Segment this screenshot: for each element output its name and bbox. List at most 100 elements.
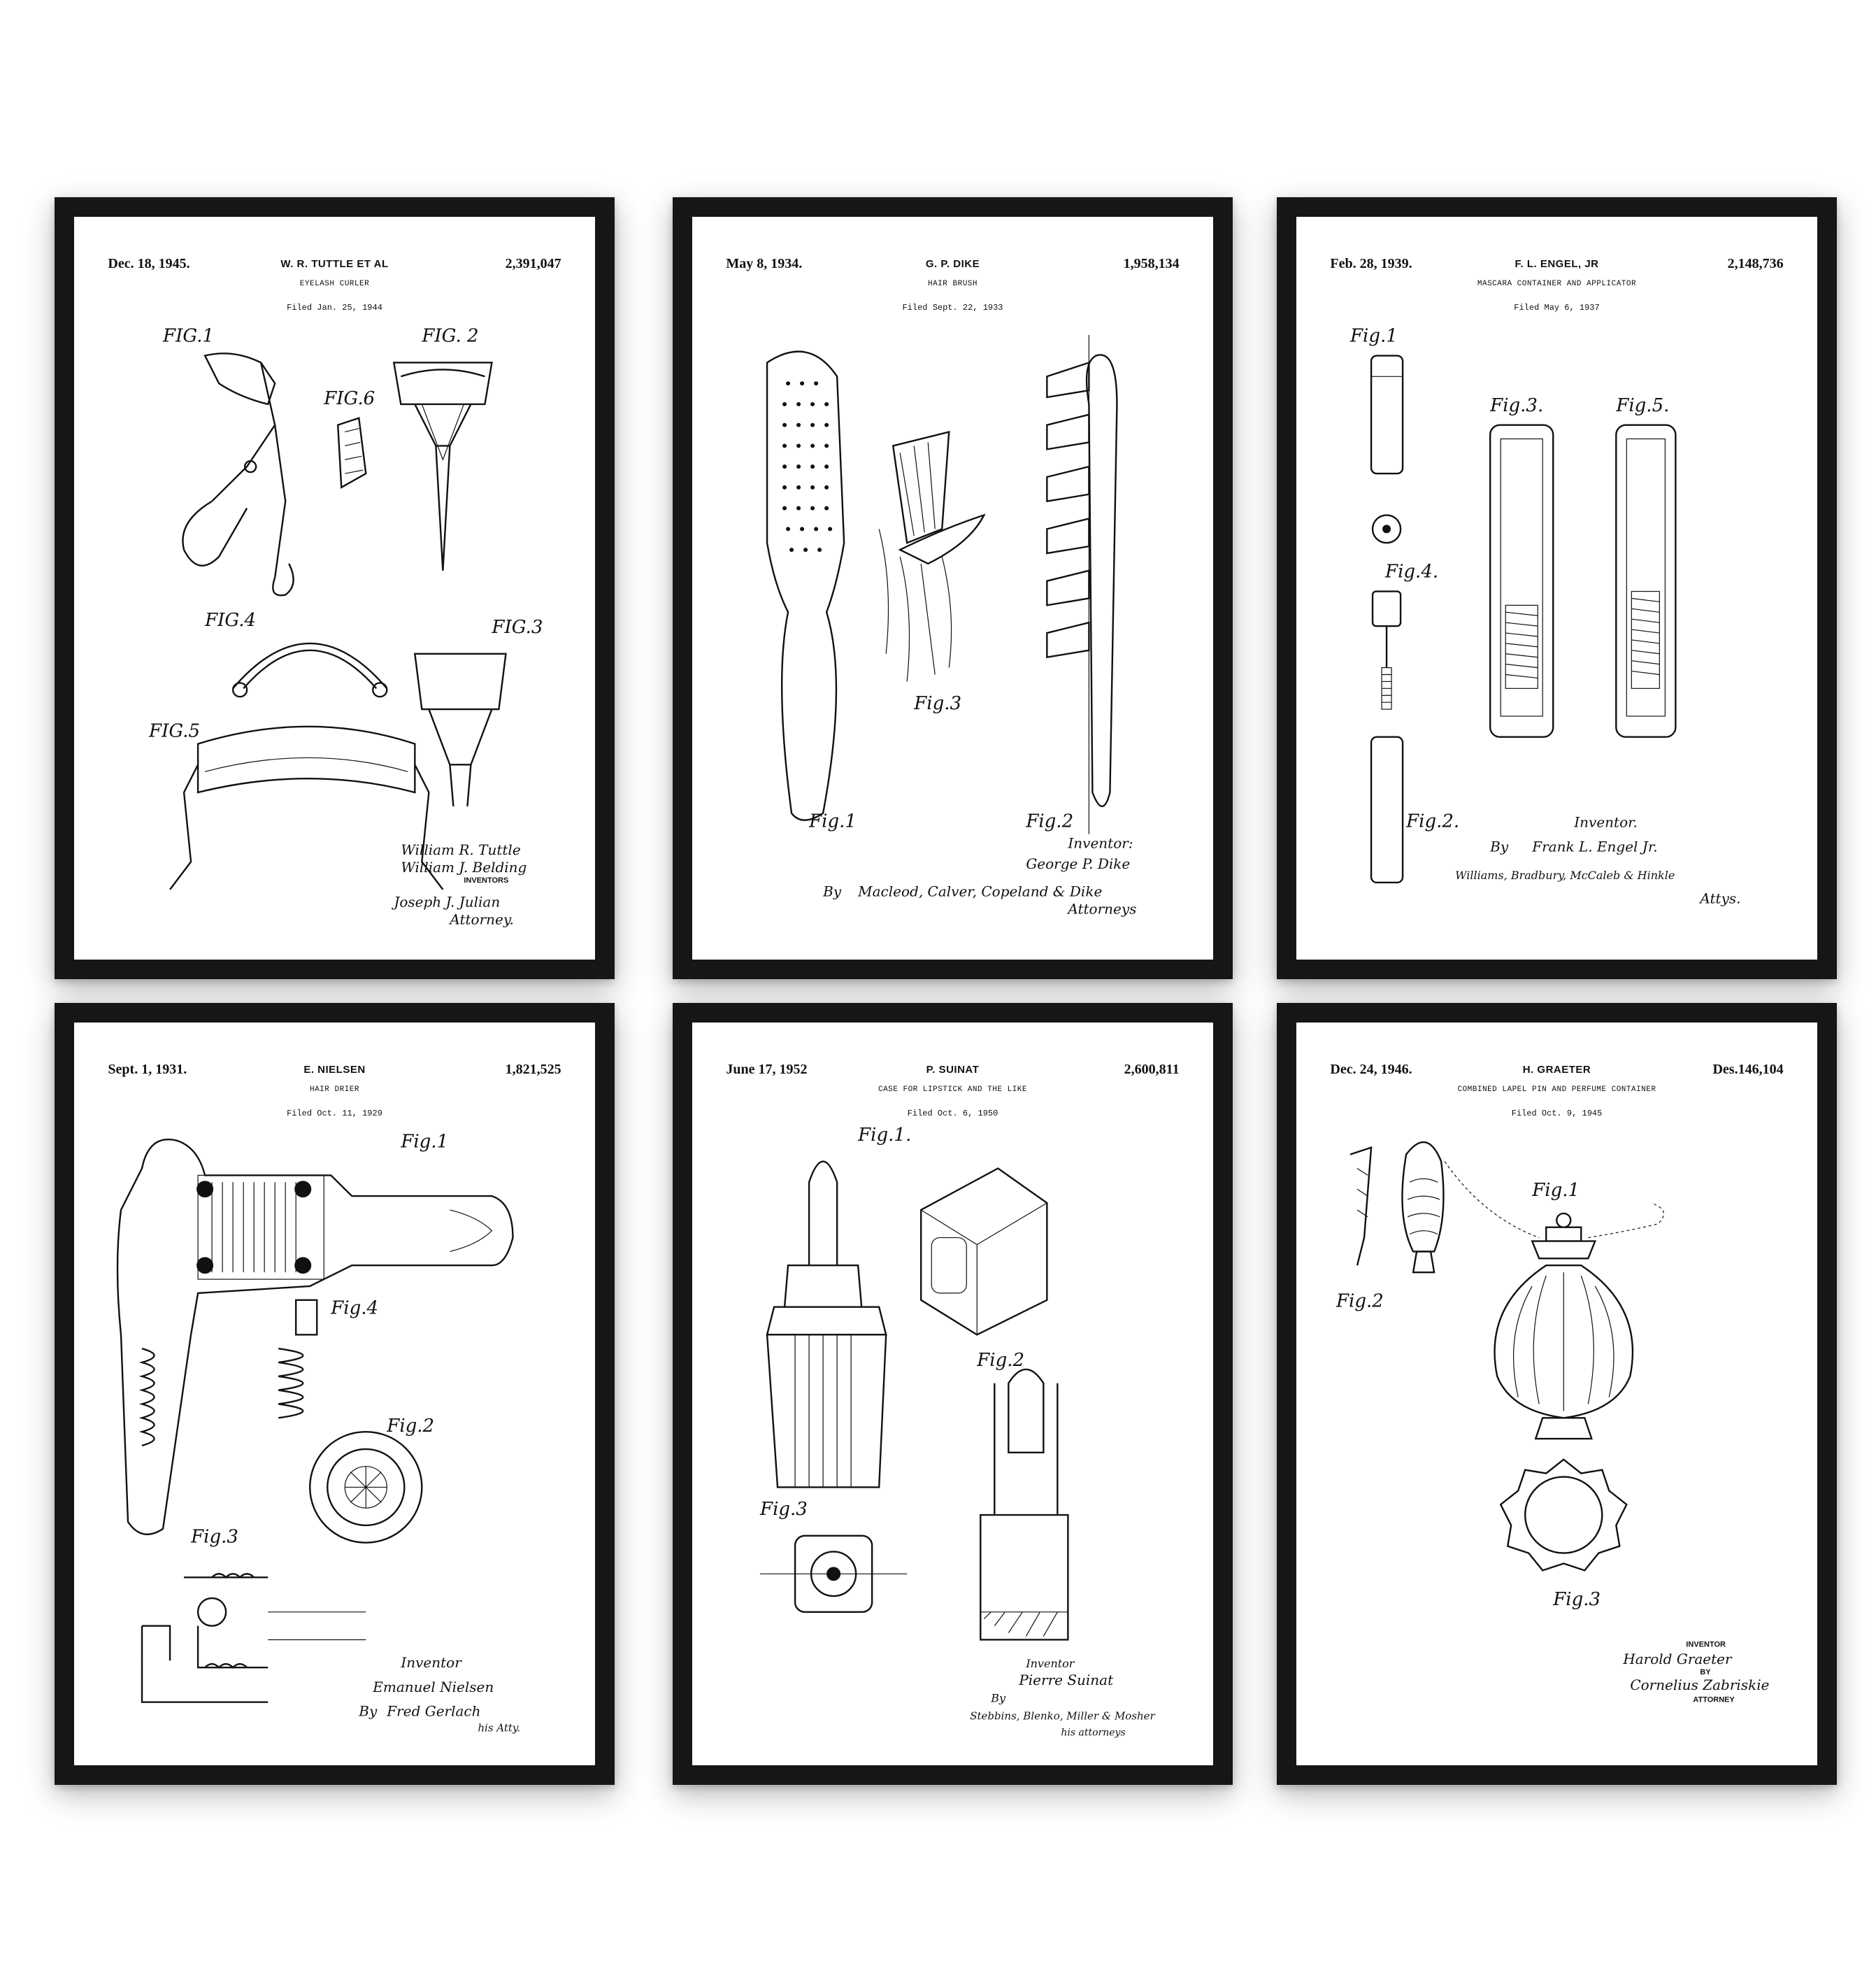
figure-label: Fig.1 (401, 1132, 449, 1153)
figure-label: Fig.1 (808, 811, 857, 832)
patent-sheet: Dec. 18, 1945. W. R. TUTTLE ET AL 2,391,… (74, 217, 595, 960)
patent-inventor: F. L. ENGEL, JR (1515, 258, 1599, 271)
patent-sheet: June 17, 1952 P. SUINAT 2,600,811 CASE F… (692, 1023, 1213, 1765)
figure-label: FIG.3 (492, 617, 543, 638)
patent-inventor: H. GRAETER (1522, 1064, 1591, 1076)
figure-label: FIG.6 (323, 388, 375, 409)
figure-label: Fig.2 (977, 1350, 1025, 1371)
patent-date: Dec. 24, 1946. (1330, 1062, 1412, 1078)
poster-frame-perfume-container: Dec. 24, 1946. H. GRAETER Des.146,104 CO… (1277, 1003, 1837, 1785)
figure-label: Fig.2 (387, 1416, 435, 1437)
figure-label: Fig.3 (1552, 1589, 1601, 1610)
patent-inventor: G. P. DIKE (925, 258, 980, 271)
inventor-signature: Emanuel Nielsen (373, 1679, 494, 1695)
figure-label: Fig.3 (759, 1499, 808, 1520)
patent-filed-date: Filed Jan. 25, 1944 (287, 303, 382, 313)
patent-title: CASE FOR LIPSTICK AND THE LIKE (878, 1085, 1028, 1095)
figure-label: Fig.3. (1489, 395, 1543, 416)
attorney-role: his Atty. (478, 1721, 521, 1734)
poster-frame-hair-drier: Sept. 1, 1931. E. NIELSEN 1,821,525 HAIR… (55, 1003, 615, 1785)
patent-title: HAIR BRUSH (927, 280, 978, 289)
patent-date: Feb. 28, 1939. (1330, 256, 1412, 272)
inventor-signature: William J. Belding (401, 860, 527, 876)
figure-label: Fig.3 (913, 693, 961, 714)
patent-sheet: Sept. 1, 1931. E. NIELSEN 1,821,525 HAIR… (74, 1023, 595, 1765)
patent-inventor: E. NIELSEN (303, 1064, 366, 1076)
figure-label: FIG.1 (162, 326, 214, 347)
attorney-role: Attys. (1699, 890, 1741, 906)
patent-drawing-eyelash-curler: FIG.1 FIG. 2 FIG.6 FIG.4 (100, 321, 569, 945)
patent-drawing-perfume-container: Fig.2 Fig.1 Fig.3 INVENTOR (1322, 1127, 1791, 1751)
attorney-role: Attorney. (449, 911, 515, 927)
figure-label: Fig.1 (1349, 326, 1398, 347)
figure-label: Fig.4 (330, 1297, 378, 1318)
inventor-signature: George P. Dike (1026, 856, 1131, 872)
poster-frame-hair-brush: May 8, 1934. G. P. DIKE 1,958,134 HAIR B… (673, 197, 1233, 979)
patent-title: MASCARA CONTAINER AND APPLICATOR (1477, 280, 1637, 289)
poster-frame-mascara: Feb. 28, 1939. F. L. ENGEL, JR 2,148,736… (1277, 197, 1837, 979)
attorney-role: his attorneys (1061, 1727, 1126, 1738)
patent-filed-date: Filed Oct. 11, 1929 (287, 1109, 382, 1119)
patent-title: COMBINED LAPEL PIN AND PERFUME CONTAINER (1457, 1085, 1656, 1095)
inventor-role-label: Inventor (1026, 1657, 1076, 1670)
attorney-by: BY (1700, 1668, 1712, 1676)
patent-sheet: Dec. 24, 1946. H. GRAETER Des.146,104 CO… (1296, 1023, 1817, 1765)
figure-label: Fig.1 (1531, 1180, 1580, 1201)
patent-inventor: W. R. TUTTLE ET AL (280, 258, 389, 271)
patent-drawing-mascara: Fig.1 Fig.4. Fig.2. Fig.3. Fig.5. (1322, 321, 1791, 945)
inventor-signature: Harold Graeter (1623, 1651, 1733, 1667)
attorney-role: Attorneys (1067, 901, 1137, 917)
patent-date: Dec. 18, 1945. (108, 256, 190, 272)
patent-title: EYELASH CURLER (299, 280, 370, 289)
patent-filed-date: Filed Oct. 6, 1950 (907, 1109, 998, 1119)
figure-label: FIG. 2 (422, 326, 479, 347)
patent-number: 1,821,525 (505, 1062, 561, 1078)
patent-sheet: May 8, 1934. G. P. DIKE 1,958,134 HAIR B… (692, 217, 1213, 960)
attorney-signature: Stebbins, Blenko, Miller & Mosher (971, 1709, 1156, 1722)
figure-label: Fig.2 (1026, 811, 1074, 832)
patent-number: 2,391,047 (505, 256, 561, 272)
figure-label: FIG.4 (204, 610, 256, 631)
figure-label: Fig.3 (190, 1527, 238, 1548)
attorney-signature: Joseph J. Julian (392, 894, 501, 910)
patent-filed-date: Filed Sept. 22, 1933 (902, 303, 1003, 313)
inventor-signature: William R. Tuttle (401, 842, 521, 858)
figure-label: Fig.2. (1405, 811, 1459, 832)
figure-label: Fig.2 (1336, 1290, 1384, 1311)
patent-title: HAIR DRIER (309, 1085, 359, 1095)
patent-drawing-hair-brush: Fig.1 Fig.3 Fig.2 Inventor: George P. Di… (718, 321, 1187, 945)
patent-number: 2,148,736 (1727, 256, 1784, 272)
inventor-signature: Frank L. Engel Jr. (1531, 839, 1657, 855)
patent-number: 1,958,134 (1123, 256, 1180, 272)
attorney-by: By (822, 883, 842, 899)
patent-number: Des.146,104 (1712, 1062, 1784, 1078)
inventor-role-label: Inventor (401, 1655, 463, 1671)
patent-date: June 17, 1952 (726, 1062, 808, 1078)
patent-date: Sept. 1, 1931. (108, 1062, 187, 1078)
attorney-signature: Macleod, Calver, Copeland & Dike (857, 883, 1102, 899)
patent-sheet: Feb. 28, 1939. F. L. ENGEL, JR 2,148,736… (1296, 217, 1817, 960)
attorney-signature: Williams, Bradbury, McCaleb & Hinkle (1455, 869, 1675, 882)
patent-filed-date: Filed May 6, 1937 (1514, 303, 1600, 313)
attorney-signature: Cornelius Zabriskie (1631, 1677, 1770, 1693)
poster-frame-lipstick: June 17, 1952 P. SUINAT 2,600,811 CASE F… (673, 1003, 1233, 1785)
attorney-by: By (359, 1703, 378, 1719)
inventor-role-label: Inventor. (1574, 814, 1638, 830)
inventor-signature: Pierre Suinat (1019, 1672, 1115, 1688)
figure-label: Fig.1. (857, 1127, 911, 1146)
figure-label: Fig.5. (1616, 395, 1670, 416)
figure-label: FIG.5 (148, 721, 200, 742)
inventor-role-label: Inventor: (1068, 835, 1133, 851)
patent-drawing-lipstick: Fig.1. Fig.2 Fig.3 (718, 1125, 1187, 1751)
attorney-by: By (991, 1691, 1007, 1704)
attorney-by: By (1489, 839, 1509, 855)
poster-frame-eyelash-curler: Dec. 18, 1945. W. R. TUTTLE ET AL 2,391,… (55, 197, 615, 979)
patent-date: May 8, 1934. (726, 256, 803, 272)
patent-number: 2,600,811 (1124, 1062, 1180, 1078)
inventor-role-label: INVENTOR (1687, 1640, 1726, 1648)
attorney-role: ATTORNEY (1694, 1695, 1735, 1704)
attorney-signature: Fred Gerlach (387, 1703, 481, 1719)
patent-filed-date: Filed Oct. 9, 1945 (1511, 1109, 1603, 1119)
patent-drawing-hair-drier: Fig.1 Fig.4 Fig.2 Fig.3 (100, 1127, 569, 1751)
